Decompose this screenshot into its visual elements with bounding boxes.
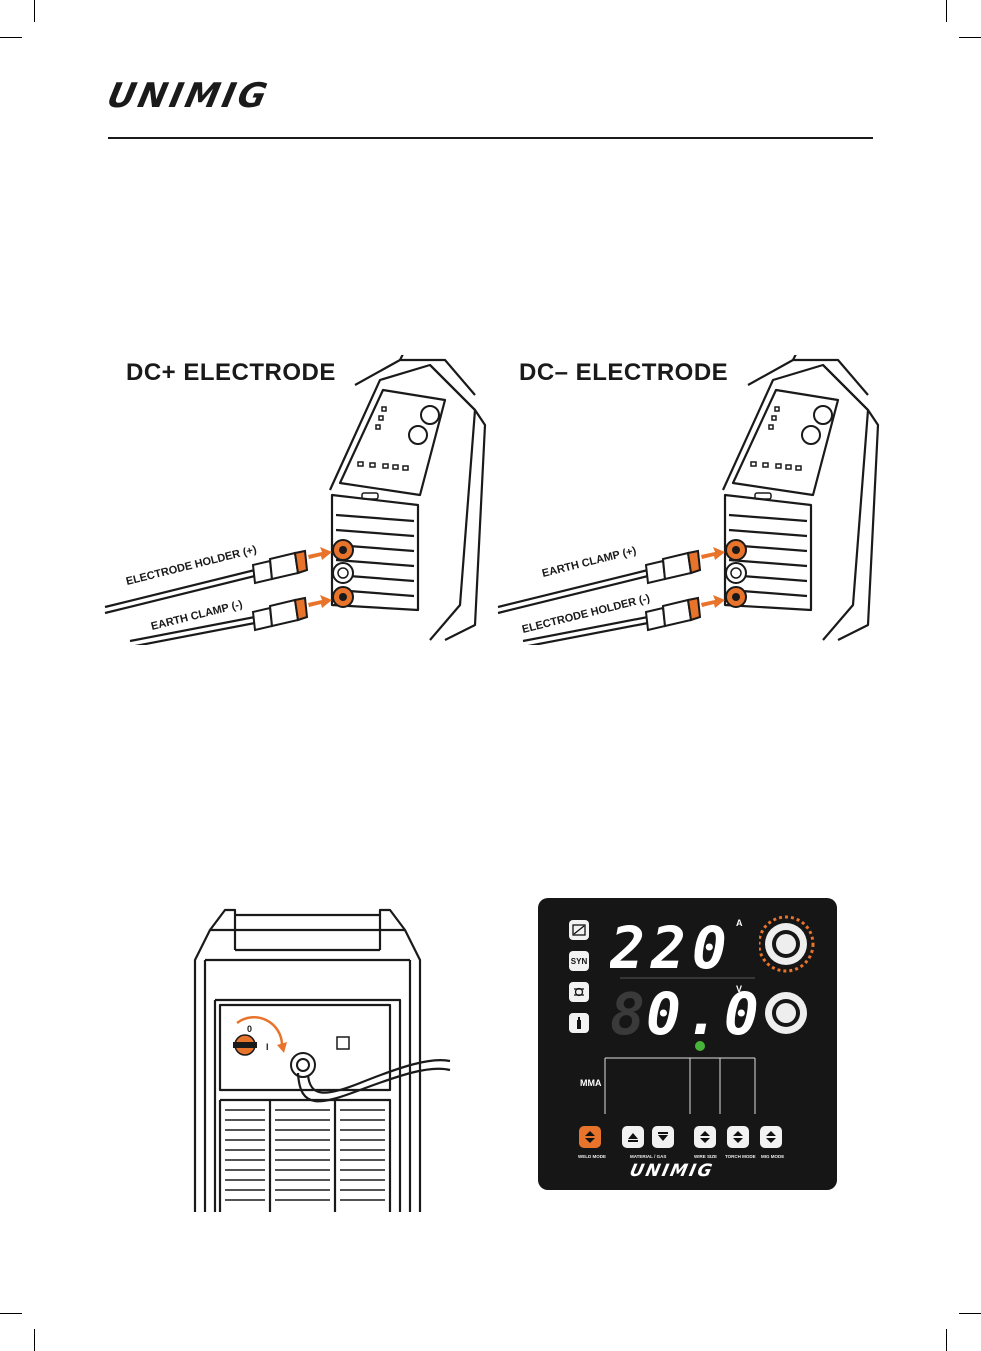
dc-minus-upper-label: EARTH CLAMP (+): [541, 545, 638, 580]
crop-mark: [34, 0, 35, 22]
mig-mode-label: MIG MODE: [761, 1154, 785, 1159]
switch-off-label: 0: [247, 1024, 252, 1034]
volts-ghost-digit: 8: [610, 980, 645, 1048]
rear-panel-diagram: 0 I: [193, 908, 451, 1212]
unimig-logo: UNIMIG: [103, 76, 274, 116]
panel-logo: UNIMIG: [627, 1161, 716, 1181]
mode-box: [604, 1057, 756, 1114]
wire-size-button[interactable]: [694, 1126, 716, 1148]
dc-plus-title: DC+ ELECTRODE: [126, 359, 336, 386]
mode-label: MMA: [580, 1078, 602, 1088]
amps-knob[interactable]: [759, 915, 815, 973]
amps-display: 220: [610, 914, 733, 982]
crop-mark: [959, 1313, 981, 1314]
dc-plus-diagram: ELECTRODE HOLDER (+) EARTH CLAMP (-): [104, 355, 487, 645]
displays: 220 A 8 0.0 V: [610, 914, 763, 1051]
weld-mode-label: WELD MODE: [578, 1154, 606, 1159]
crop-mark: [959, 37, 981, 38]
status-led: [695, 1041, 705, 1051]
crop-mark: [0, 1313, 22, 1314]
dc-minus-diagram: EARTH CLAMP (+) ELECTRODE HOLDER (-): [497, 355, 880, 645]
material-up-button[interactable]: [622, 1126, 644, 1148]
material-gas-label: MATERIAL / GAS: [630, 1154, 667, 1159]
header-rule: [108, 137, 873, 139]
volts-unit: V: [736, 984, 742, 994]
volts-display: 0.0: [646, 980, 763, 1048]
amps-unit: A: [736, 918, 743, 928]
wire-size-label: WIRE SIZE: [694, 1154, 718, 1159]
crop-mark: [946, 1329, 947, 1351]
control-panel: SYN 220 A 8 0.0 V MMA: [538, 898, 837, 1190]
weld-mode-button[interactable]: [579, 1126, 601, 1148]
spool-icon[interactable]: [569, 982, 589, 1002]
material-down-button[interactable]: [652, 1126, 674, 1148]
dc-minus-title: DC– ELECTRODE: [519, 359, 729, 386]
volts-knob[interactable]: [765, 992, 807, 1034]
crop-mark: [0, 37, 22, 38]
gas-bottle-icon[interactable]: [569, 1013, 589, 1033]
crop-mark: [34, 1329, 35, 1351]
torch-mode-button[interactable]: [727, 1126, 749, 1148]
knobs: [759, 915, 815, 1034]
torch-mode-label: TORCH MODE: [725, 1154, 756, 1159]
dc-plus-upper-label: ELECTRODE HOLDER (+): [125, 544, 258, 588]
switch-on-label: I: [266, 1042, 269, 1052]
mode-graph-icon[interactable]: [569, 920, 589, 940]
mig-mode-button[interactable]: [760, 1126, 782, 1148]
crop-mark: [946, 0, 947, 22]
syn-button[interactable]: SYN: [569, 951, 589, 971]
